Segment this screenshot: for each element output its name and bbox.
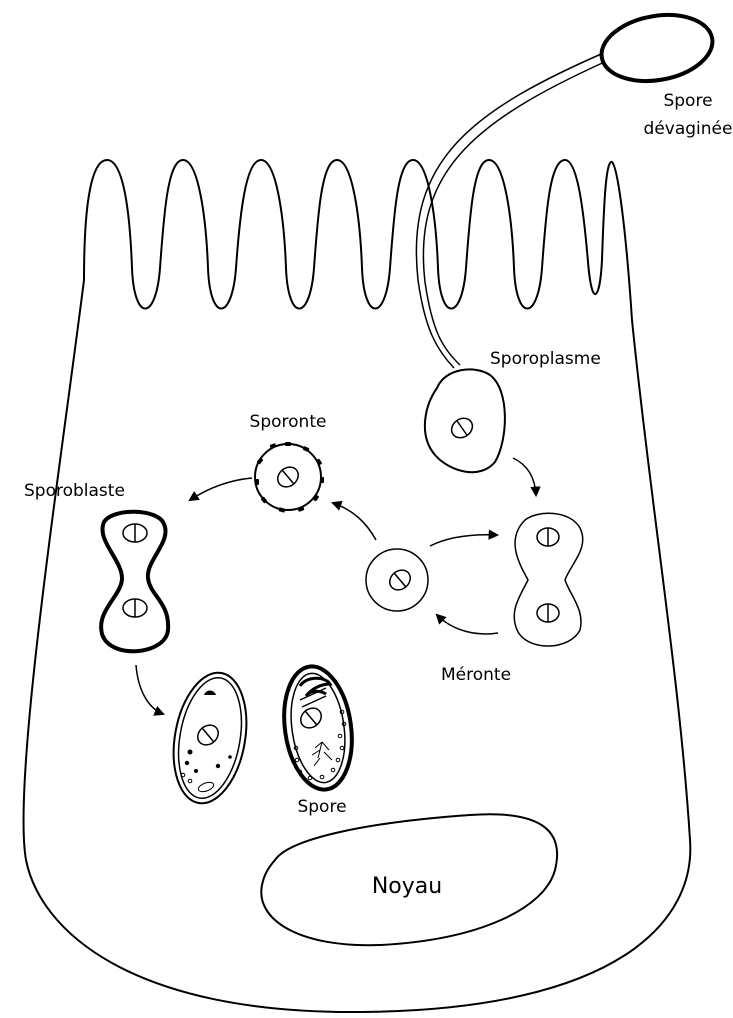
arrow-sporonte-to-sporoblaste <box>190 478 252 500</box>
arrow-round-cell-to-meronte <box>430 535 497 546</box>
sporoplasme-cell <box>425 369 505 472</box>
host-cell-membrane <box>23 160 690 1012</box>
spore-label: Spore <box>297 797 346 817</box>
meronte-round-nucleus <box>386 566 414 594</box>
sporonte-nucleus <box>274 463 302 491</box>
sporoblaste-nucleus-bottom <box>123 599 147 617</box>
sporoplasme-nucleus <box>448 414 476 441</box>
meronte-nucleus-top <box>537 528 559 546</box>
arrow-round-cell-to-sporonte <box>333 503 376 540</box>
arrow-meronte-to-round-cell <box>437 615 498 634</box>
mature-spore <box>277 662 360 794</box>
arrow-sporoplasme-to-meronte <box>513 458 536 495</box>
spore-devaginee-label-1: Spore <box>663 91 712 111</box>
meronte-nucleus-bottom <box>537 604 559 622</box>
meronte-round-cell <box>366 549 428 611</box>
spore-devaginee-label-2: dévaginée <box>644 119 733 139</box>
sporonte-label: Sporonte <box>250 412 327 432</box>
arrow-sporoblaste-to-spore <box>136 665 163 714</box>
sporoblaste-nucleus-top <box>123 524 147 542</box>
polar-tube <box>416 48 615 368</box>
sporoplasme-label: Sporoplasme <box>490 349 601 369</box>
sporoblaste-label: Sporoblaste <box>24 481 125 501</box>
meronte-label: Méronte <box>441 665 511 685</box>
everted-spore <box>596 7 717 89</box>
noyau-label: Noyau <box>372 874 442 899</box>
